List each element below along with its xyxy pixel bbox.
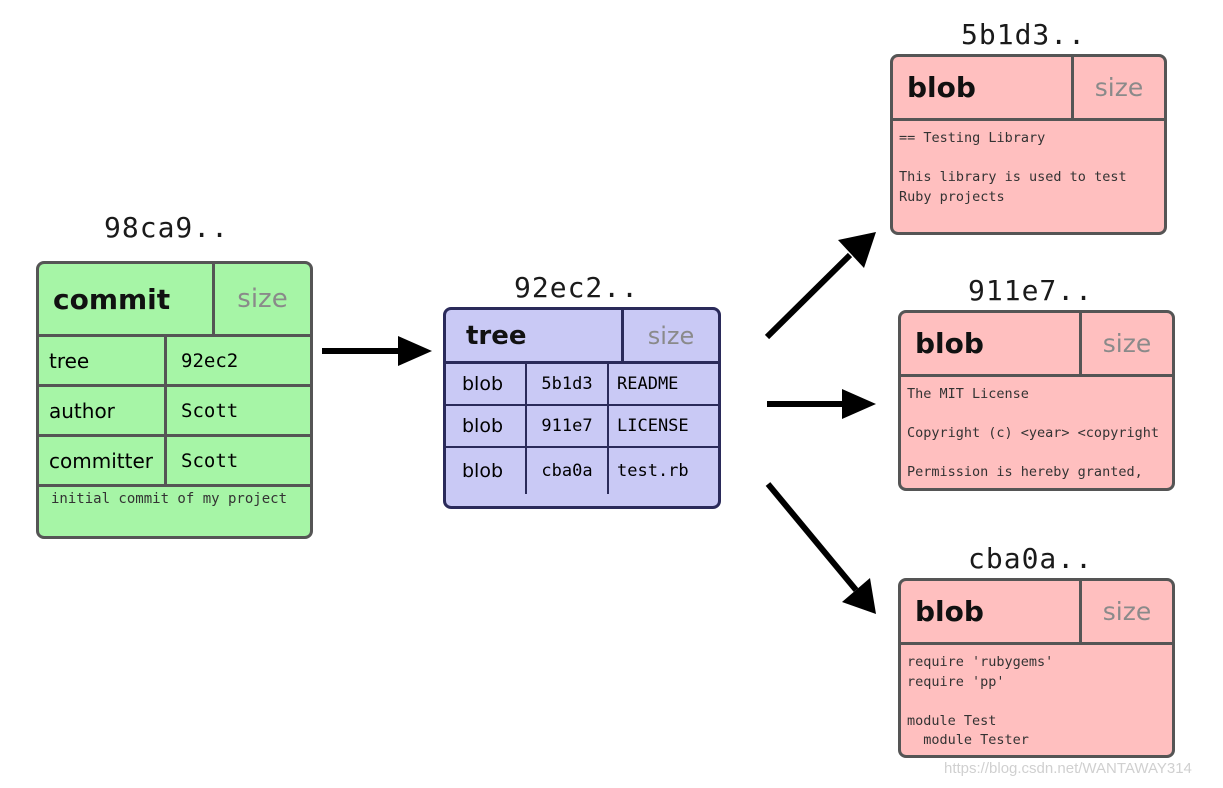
tree-entry-sha: cba0a [527,448,609,494]
commit-row-value: Scott [181,399,239,422]
commit-object: commit size tree 92ec2 author Scott comm… [36,261,313,539]
tree-entry-name: README [617,374,679,394]
tree-type-label: tree [466,320,527,351]
blob-hash: cba0a.. [968,542,1094,575]
watermark: https://blog.csdn.net/WANTAWAY314 [944,760,1192,777]
tree-entry-name: test.rb [617,461,689,481]
commit-type-label: commit [39,264,215,334]
tree-entry: blob cba0a test.rb [446,448,718,494]
tree-entry-kind: blob [446,448,527,494]
tree-entry-kind: blob [446,364,527,404]
arrow-tree-to-blob-5b1d3 [764,232,876,340]
blob-content: The MIT License Copyright (c) <year> <co… [907,386,1159,480]
blob-type-label: blob [915,327,984,360]
commit-row-value: 92ec2 [181,349,239,372]
blob-header: blob size [901,313,1172,377]
blob-content: require 'rubygems' require 'pp' module T… [907,654,1054,748]
blob-content: == Testing Library This library is used … [899,130,1127,205]
commit-row-author: author Scott [39,387,310,437]
blob-object: blob size require 'rubygems' require 'pp… [898,578,1175,758]
blob-header: blob size [901,581,1172,645]
blob-hash: 911e7.. [968,274,1094,307]
tree-entry-kind: blob [446,406,527,446]
arrow-tree-to-blob-911e7 [767,389,876,419]
tree-hash: 92ec2.. [514,271,640,304]
commit-message: initial commit of my project [51,491,288,507]
blob-size-label: size [1079,313,1172,374]
commit-row-committer: committer Scott [39,437,310,487]
commit-hash: 98ca9.. [104,211,230,244]
tree-object: tree size blob 5b1d3 README blob 911e7 L… [443,307,721,509]
tree-size-label: size [621,310,718,361]
commit-row-key: committer [39,437,167,484]
commit-header: commit size [39,264,310,337]
commit-row-key: author [39,387,167,434]
tree-entry: blob 911e7 LICENSE [446,406,718,448]
arrow-commit-to-tree [322,336,432,366]
tree-header: tree size [446,310,718,364]
tree-entry: blob 5b1d3 README [446,364,718,406]
blob-object: blob size The MIT License Copyright (c) … [898,310,1175,491]
tree-entry-sha: 5b1d3 [527,364,609,404]
commit-size-label: size [237,284,288,314]
commit-row-key: tree [39,337,167,384]
commit-row-tree: tree 92ec2 [39,337,310,387]
blob-type-label: blob [915,595,984,628]
blob-size-label: size [1079,581,1172,642]
blob-type-label: blob [907,71,976,104]
commit-row-value: Scott [181,449,239,472]
arrow-tree-to-blob-cba0a [765,482,876,614]
blob-header: blob size [893,57,1164,121]
tree-entry-name: LICENSE [617,416,689,436]
blob-size-label: size [1071,57,1164,118]
tree-entry-sha: 911e7 [527,406,609,446]
blob-object: blob size == Testing Library This librar… [890,54,1167,235]
blob-hash: 5b1d3.. [961,18,1087,51]
